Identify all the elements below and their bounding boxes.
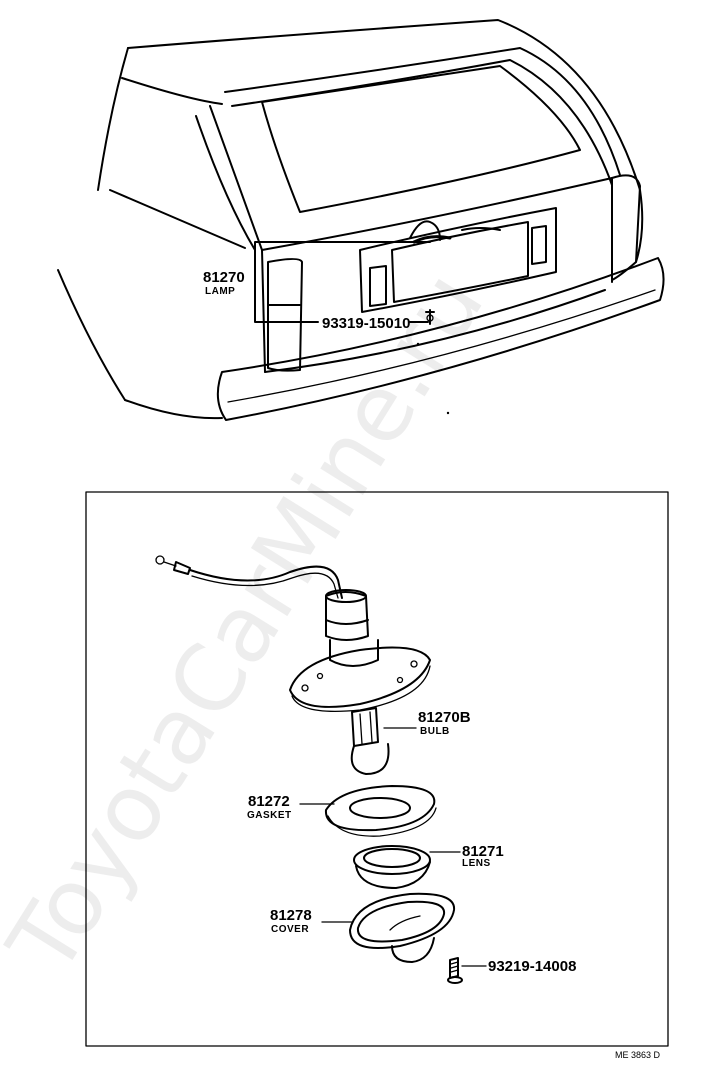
lens-illustration: [353, 845, 431, 889]
wire-harness: [155, 555, 343, 599]
watermark: ToyotaCarMine.ru: [0, 253, 505, 992]
bulb-name: BULB: [420, 726, 450, 737]
lens-name: LENS: [462, 858, 491, 869]
gasket-number: 81272: [248, 793, 290, 810]
lamp-number: 81270: [203, 269, 245, 286]
screw-illustration: [447, 957, 463, 984]
cover-illustration: [349, 892, 456, 963]
screw-top-number: 93319-15010: [322, 315, 410, 332]
detail-frame: [85, 491, 669, 1047]
cover-name: COVER: [271, 924, 309, 935]
drawing-reference: ME 3863 D: [615, 1050, 661, 1060]
cover-number: 81278: [270, 907, 312, 924]
bulb-illustration: [350, 707, 390, 775]
lens-number: 81271: [462, 843, 504, 860]
bulb-number: 81270B: [418, 709, 471, 726]
gasket-name: GASKET: [247, 810, 292, 821]
gasket-illustration: [324, 785, 437, 837]
lamp-name: LAMP: [205, 286, 235, 297]
lamp-callout-bracket: [254, 241, 431, 323]
screw-bottom-number: 93219-14008: [488, 958, 576, 975]
